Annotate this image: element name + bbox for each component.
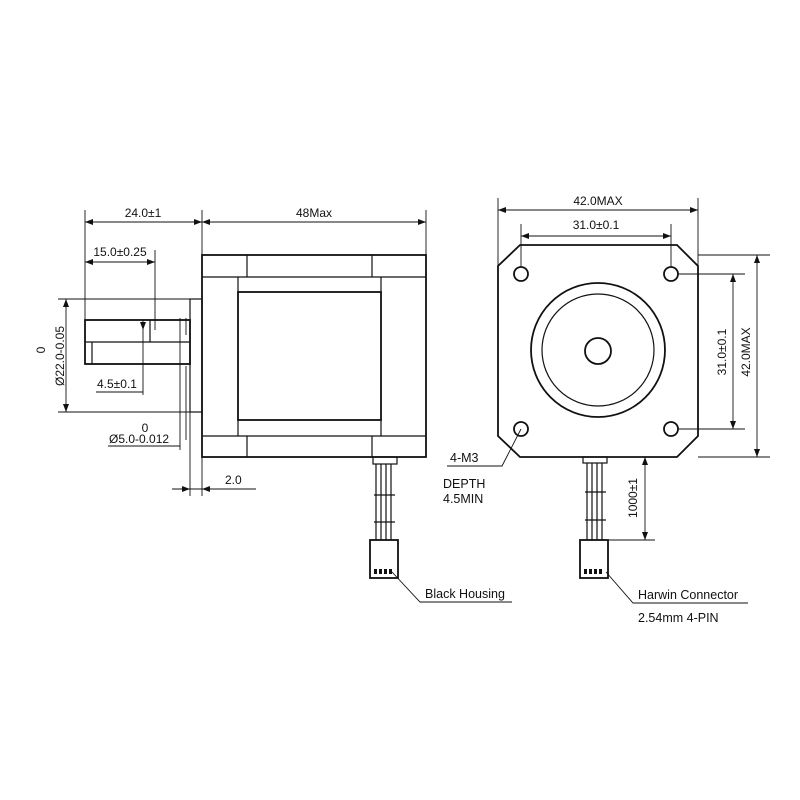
- shaft-side: [84, 298, 203, 413]
- dim-overall-height-label: 42.0MAX: [739, 327, 753, 376]
- front-view: 42.0MAX 31.0±0.1 31.0±0.1 42.: [443, 194, 770, 625]
- dim-shaft-diameter-tol: 0: [142, 421, 149, 435]
- dim-shaft-diameter: 0 Ø5.0-0.012: [108, 318, 187, 450]
- mount-hole-top-left: [513, 266, 529, 282]
- dim-boss-height: 2.0: [172, 412, 256, 496]
- shaft-end-circle: [584, 337, 612, 365]
- dim-boss-height-label: 2.0: [225, 473, 242, 487]
- callout-harwin-connector: Harwin Connector 2.54mm 4-PIN: [605, 571, 748, 625]
- hole-depth-label: DEPTH: [443, 477, 485, 491]
- mount-hole-top-right: [663, 266, 679, 282]
- mount-hole-bottom-right: [663, 421, 679, 437]
- dim-shaft-length-label: 24.0±1: [125, 206, 162, 220]
- dim-shaft-length: 24.0±1: [84, 206, 203, 320]
- dim-hole-spacing-v-label: 31.0±0.1: [715, 328, 729, 375]
- dim-flat-depth-label: 4.5±0.1: [97, 377, 137, 391]
- callout-black-housing: Black Housing: [391, 571, 512, 603]
- cable-front: [579, 456, 609, 579]
- dim-hole-spacing-v: 31.0±0.1: [678, 273, 745, 430]
- dim-hole-spacing-h: 31.0±0.1: [520, 218, 672, 267]
- dim-cable-length-label: 1000±1: [626, 478, 640, 518]
- dim-cable-length: 1000±1: [607, 456, 655, 541]
- dim-boss-diameter-label: Ø22.0-0.05: [53, 326, 67, 386]
- mount-hole-bottom-left: [513, 421, 529, 437]
- dim-body-length-label: 48Max: [296, 206, 332, 220]
- dim-body-length: 48Max: [202, 206, 427, 255]
- dim-flat-depth: 4.5±0.1: [96, 320, 146, 395]
- flange-outline: [497, 244, 699, 458]
- side-view: 24.0±1 15.0±0.25 48Max 0 Ø22.0-0.05: [34, 206, 512, 603]
- dim-flat-length: 15.0±0.25: [85, 245, 156, 330]
- dim-overall-width-label: 42.0MAX: [573, 194, 622, 208]
- connector-spec-label: 2.54mm 4-PIN: [638, 611, 719, 625]
- dim-overall-height: 42.0MAX: [698, 254, 770, 458]
- boss-inner-circle: [541, 293, 655, 407]
- mount-holes-label: 4-M3: [450, 451, 479, 465]
- dim-hole-spacing-h-label: 31.0±0.1: [573, 218, 620, 232]
- motor-body-side: [201, 254, 427, 458]
- boss-outer-circle: [530, 282, 666, 418]
- callout-mount-holes: 4-M3 DEPTH 4.5MIN: [443, 428, 522, 506]
- connector-name-label: Harwin Connector: [638, 588, 738, 602]
- dim-boss-diameter: 0 Ø22.0-0.05: [34, 298, 190, 413]
- black-housing-label: Black Housing: [425, 587, 505, 601]
- dim-flat-length-label: 15.0±0.25: [93, 245, 147, 259]
- dim-boss-diameter-tol: 0: [34, 346, 48, 353]
- hole-depth-value: 4.5MIN: [443, 492, 483, 506]
- dim-shaft-diameter-label: Ø5.0-0.012: [109, 432, 169, 446]
- cable-side: [369, 456, 399, 579]
